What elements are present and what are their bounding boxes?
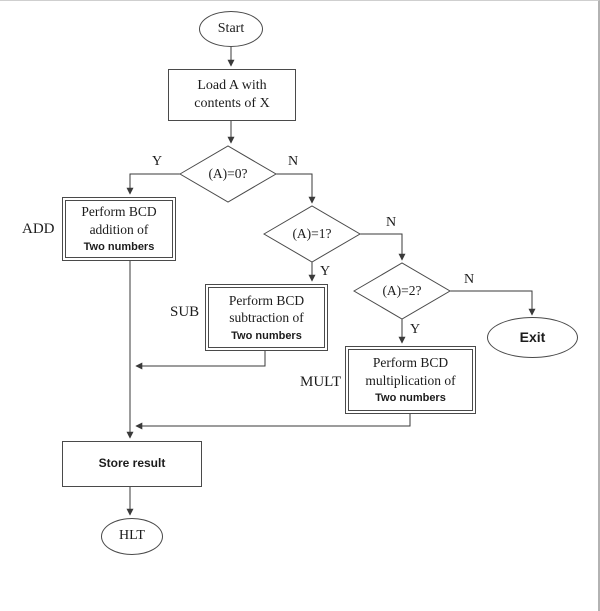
branch-label-d2-no: N <box>464 272 475 287</box>
bcd-multiplication-line1: Perform BCD <box>372 355 449 371</box>
decision-a1-label: (A)=1? <box>292 226 332 241</box>
branch-label-d2-yes: Y <box>410 322 421 337</box>
edge-d1-d2 <box>360 233 406 261</box>
tag-sub: SUB <box>170 304 200 320</box>
tag-add: ADD <box>22 221 55 237</box>
exit-node: Exit <box>487 317 578 358</box>
load-a-line1: Load A with <box>197 77 267 93</box>
bcd-addition-line3: Two numbers <box>83 241 155 254</box>
load-a-node: Load A with contents of X <box>168 69 296 121</box>
bcd-multiplication-line3: Two numbers <box>375 392 446 405</box>
bcd-subtraction-line3: Two numbers <box>231 329 302 342</box>
edge-d2-exit <box>450 290 536 316</box>
branch-label-d0-no: N <box>288 154 299 169</box>
start-node: Start <box>199 11 263 47</box>
bcd-subtraction-line2: subtraction of <box>229 310 304 326</box>
store-result-node: Store result <box>62 441 202 487</box>
edge-mult-merge <box>135 414 411 430</box>
branch-label-d0-yes: Y <box>152 154 163 169</box>
decision-a2-diamond <box>353 262 451 320</box>
bcd-multiplication-node: Perform BCD multiplication of Two number… <box>345 346 476 414</box>
decision-a2-label: (A)=2? <box>382 283 422 298</box>
hlt-node: HLT <box>101 518 163 555</box>
hlt-label: HLT <box>119 528 145 544</box>
load-a-line2: contents of X <box>194 96 270 111</box>
edge-d0-add <box>126 173 180 195</box>
branch-label-d1-yes: Y <box>320 264 331 279</box>
tag-mult: MULT <box>300 374 342 390</box>
exit-label: Exit <box>519 329 546 346</box>
decision-a0-diamond <box>179 145 277 203</box>
decision-a1-diamond <box>263 205 361 263</box>
bcd-subtraction-line1: Perform BCD <box>228 292 305 308</box>
edge-d0-d1 <box>276 173 316 204</box>
branch-label-d1-no: N <box>386 215 397 230</box>
bcd-addition-line1: Perform BCD <box>81 204 157 220</box>
start-label: Start <box>217 20 245 36</box>
bcd-addition-line2: addition of <box>89 221 149 237</box>
bcd-addition-node: Perform BCD addition of Two numbers <box>62 197 176 261</box>
bcd-subtraction-node: Perform BCD subtraction of Two numbers <box>205 284 328 351</box>
decision-a0-label: (A)=0? <box>208 166 248 181</box>
bcd-multiplication-line2: multiplication of <box>365 372 456 388</box>
edge-sub-merge <box>135 351 266 370</box>
store-result-label: Store result <box>98 456 166 471</box>
